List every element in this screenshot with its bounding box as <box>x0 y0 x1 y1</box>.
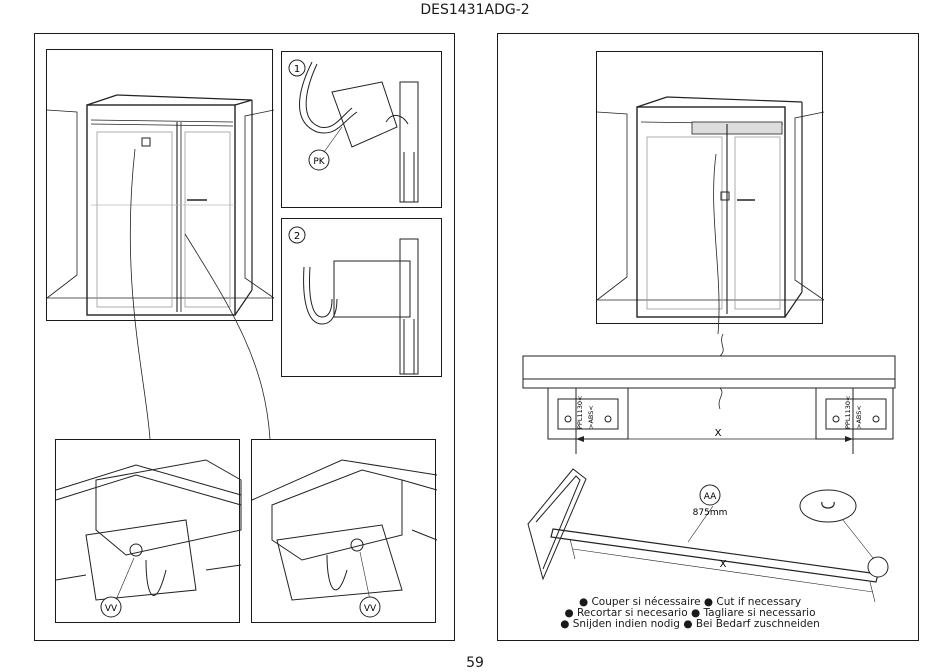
instruction-it: ● Tagliare si necessario <box>690 607 816 619</box>
dimension-x-upper: X <box>715 428 722 439</box>
base-label-right-2: >ABS< <box>855 405 863 429</box>
base-profile-drawing: PPL1130< >ABS< PPL1130< >ABS< X X AA 875… <box>522 153 896 603</box>
shower-cabin-overview-right <box>596 51 825 324</box>
bracket-detail-left: VV <box>55 439 242 623</box>
right-instruction-panel: PPL1130< >ABS< PPL1130< >ABS< X X AA 875… <box>497 33 919 641</box>
base-label-left: PPL1130< <box>576 396 584 429</box>
shower-cabin-overview <box>46 49 275 321</box>
bracket-detail-right: VV <box>251 439 438 623</box>
instruction-en: ● Cut if necessary <box>703 596 802 608</box>
part-aa-length: 875mm <box>693 508 728 518</box>
instruction-es: ● Recortar si necesario <box>564 607 688 619</box>
instruction-nl: ● Snijden indien nodig <box>560 618 680 630</box>
page-number: 59 <box>466 655 484 671</box>
base-label-left-2: >ABS< <box>587 405 595 429</box>
bracket-right-drawing: VV <box>251 459 438 618</box>
part-vv-left-label: VV <box>105 604 118 614</box>
left-instruction-panel: 1 PK 2 <box>34 33 455 641</box>
dimension-x-lower: X <box>720 559 727 570</box>
step-1-number: 1 <box>294 64 300 75</box>
bracket-left-drawing: VV <box>55 459 242 618</box>
shower-cabin-drawing <box>46 94 275 316</box>
shower-cabin-drawing-right <box>596 96 825 318</box>
step-2-number: 2 <box>294 231 300 242</box>
left-connection-lines <box>129 148 271 440</box>
step-1-drawing: 1 PK <box>288 59 419 203</box>
part-vv-right-label: VV <box>364 604 377 614</box>
step-2-detail: 2 <box>281 218 442 377</box>
part-aa-label: AA <box>704 492 717 502</box>
step-1-detail: 1 PK <box>281 51 442 208</box>
instruction-de: ● Bei Bedarf zuschneiden <box>683 618 820 630</box>
instruction-fr: ● Couper si nécessaire <box>578 596 701 608</box>
part-pk-label: PK <box>313 157 325 167</box>
instruction-text-block: ● Couper si nécessaire ● Cut if necessar… <box>540 597 840 630</box>
step-2-drawing: 2 <box>288 226 419 375</box>
document-model-header: DES1431ADG-2 <box>420 2 530 18</box>
base-label-right: PPL1130< <box>844 396 852 429</box>
